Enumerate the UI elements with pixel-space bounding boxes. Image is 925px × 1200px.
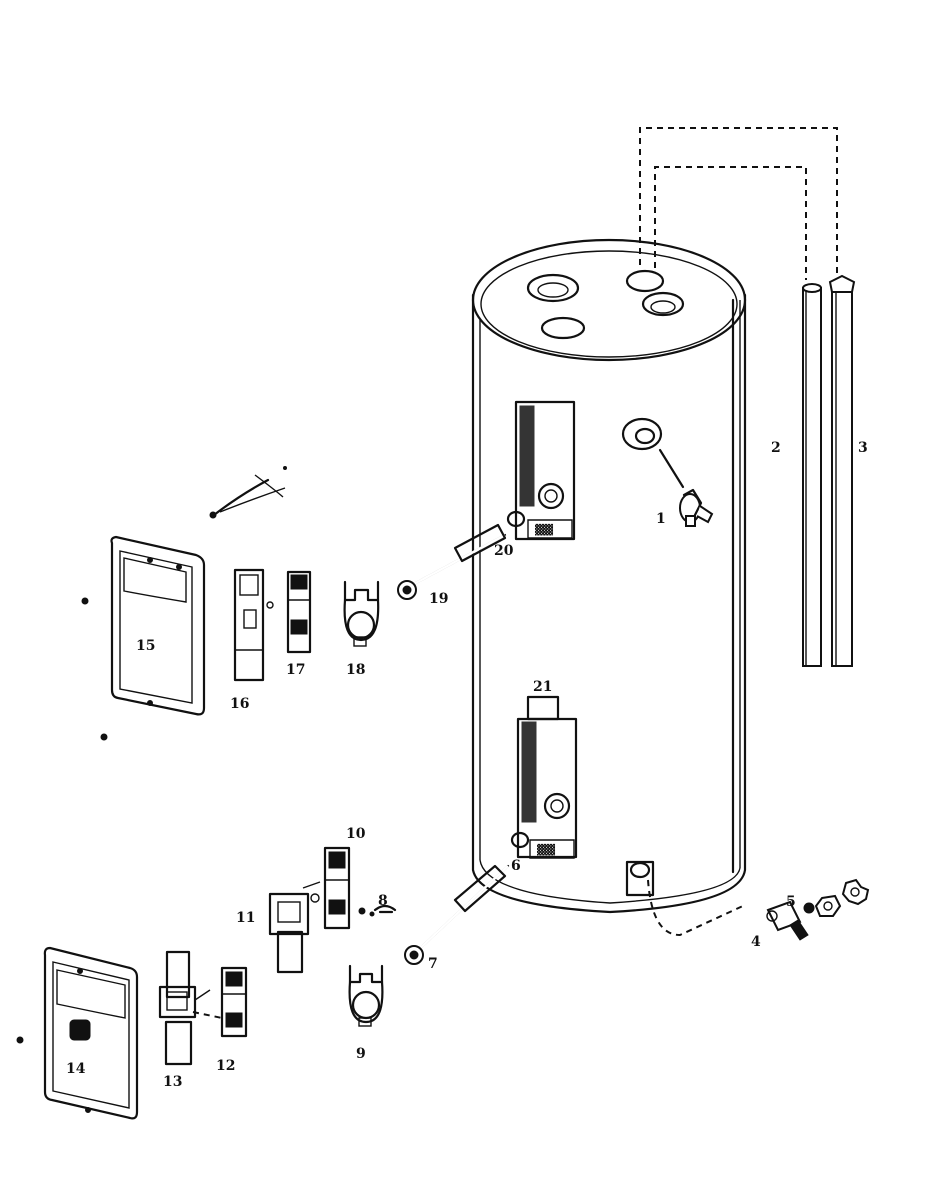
- lower-access-cover-14: [16, 946, 139, 1120]
- upper-thermostat-17: [286, 570, 312, 654]
- part-label-6: 6: [511, 858, 521, 874]
- part-label-18: 18: [346, 662, 365, 678]
- insulation-16: [233, 568, 274, 682]
- drain-valve-4: [766, 900, 809, 941]
- part-label-17: 17: [286, 662, 305, 678]
- limit-switch-bracket-11: [268, 881, 321, 974]
- thermostat-bracket-18: [343, 580, 380, 647]
- upper-heating-element-19: [397, 523, 507, 600]
- element-gasket-20: [506, 510, 526, 528]
- part-label-16: 16: [230, 696, 249, 712]
- lower-heating-element-7: [404, 864, 510, 965]
- wire-harness: [209, 466, 287, 519]
- part-label-11: 11: [236, 910, 255, 926]
- part-label-13: 13: [163, 1074, 182, 1090]
- part-label-21: 21: [533, 679, 552, 695]
- drain-fitting: [625, 860, 746, 937]
- wire-connector-8: [358, 904, 397, 917]
- tank-top-openings: [526, 269, 685, 340]
- lower-access-panel-opening: ▓▓▓: [516, 717, 578, 859]
- part-label-2: 2: [771, 440, 781, 456]
- part-label-1: 1: [656, 511, 666, 527]
- part-label-4: 4: [751, 934, 761, 950]
- relief-valve-opening: [621, 417, 685, 489]
- label-plate-21: [526, 695, 560, 721]
- water-heater-tank: [471, 238, 747, 914]
- part-label-12: 12: [216, 1058, 235, 1074]
- drain-cap: [841, 878, 870, 906]
- thermostat-bracket-9: [348, 964, 384, 1027]
- part-label-5: 5: [786, 894, 796, 910]
- drain-washer-5: [803, 894, 842, 917]
- part-labels: 1 2 3 4 5 6 7 8 9 10 11 12 13 14 15 16 1…: [66, 440, 868, 1090]
- part-label-10: 10: [346, 826, 366, 842]
- lower-thermostat-12: [220, 966, 248, 1038]
- part-label-7: 7: [428, 956, 438, 972]
- high-limit-switch-10: [323, 846, 351, 930]
- part-label-15: 15: [136, 638, 155, 654]
- part-label-20: 20: [494, 543, 514, 559]
- part-label-8: 8: [378, 893, 388, 909]
- upper-access-panel-opening: ▓▓▓: [514, 400, 576, 541]
- part-label-3: 3: [858, 440, 868, 456]
- svg-text:▓▓▓: ▓▓▓: [535, 523, 553, 536]
- part-label-14: 14: [66, 1061, 86, 1077]
- relief-valve-1: [679, 488, 714, 527]
- upper-access-cover-15: [81, 535, 206, 741]
- part-label-9: 9: [356, 1046, 366, 1062]
- svg-text:▓▓▓: ▓▓▓: [537, 843, 555, 856]
- anode-rod-3: [828, 274, 856, 667]
- element-gasket-6: [510, 831, 530, 849]
- insulation-13: [158, 950, 223, 1066]
- anode-rod-2: [802, 283, 822, 667]
- part-label-19: 19: [429, 591, 448, 607]
- anode-connection-dashes: [639, 127, 838, 280]
